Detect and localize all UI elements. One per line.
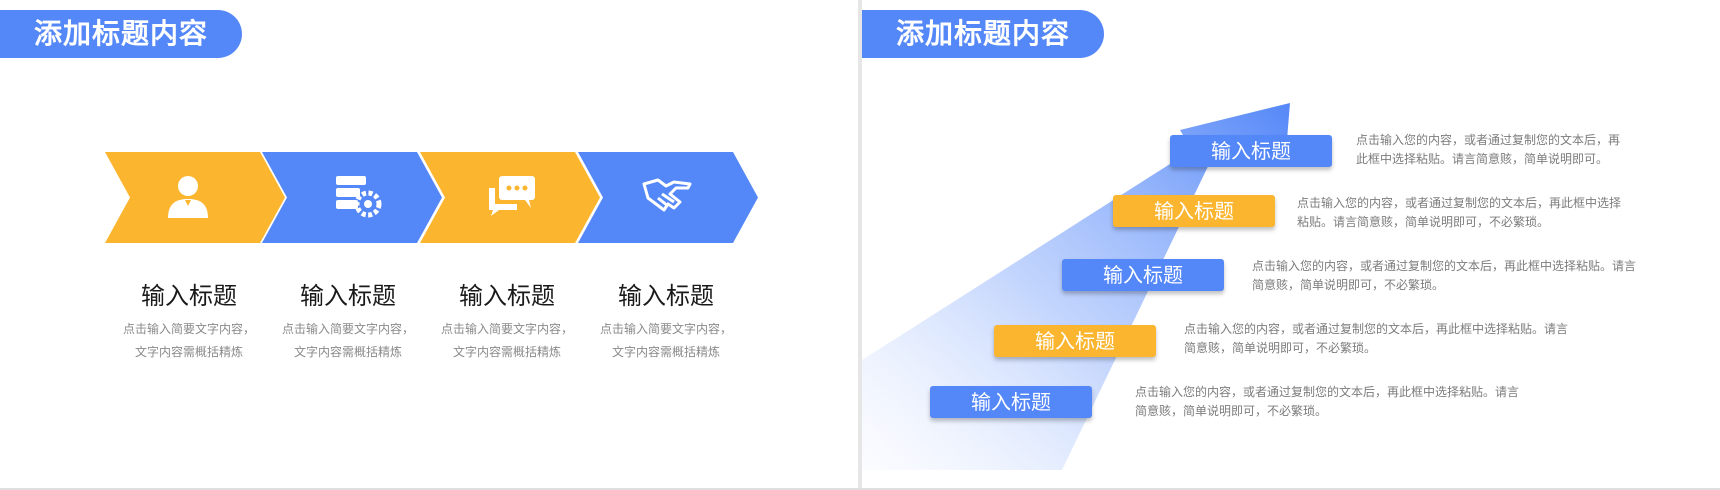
item-4-desc: 点击输入简要文字内容， 文字内容需概括精炼 [581,318,751,364]
slide-divider [858,0,862,490]
item-3-desc: 点击输入简要文字内容， 文字内容需概括精炼 [422,318,592,364]
item-1-desc: 点击输入简要文字内容， 文字内容需概括精炼 [104,318,274,364]
handshake-icon [640,172,696,222]
step-5-label: 输入标题 [1170,135,1332,167]
item-3-title: 输入标题 [459,282,555,310]
bottom-border [0,488,1720,490]
slide-title: 添加标题内容 [862,10,1104,58]
item-2-desc-line1: 点击输入简要文字内容， [281,322,414,336]
step-5-desc-line1: 点击输入您的内容，或者通过复制您的文本后，再 [1356,133,1621,147]
item-3-desc-line1: 点击输入简要文字内容， [440,322,573,336]
item-1-desc-line1: 点击输入简要文字内容， [122,322,255,336]
process-chevron-1 [105,152,295,243]
item-4-desc-line1: 点击输入简要文字内容， [599,322,732,336]
item-2-title: 输入标题 [300,282,396,310]
step-3-desc-line2: 简意赅，简单说明即可，不必繁琐。 [1252,278,1445,292]
chat-icon [485,172,541,222]
step-1-desc-line2: 简意赅，简单说明即可，不必繁琐。 [1135,404,1328,418]
step-2-desc-line2: 简意赅，简单说明即可，不必繁琐。 [1184,341,1377,355]
step-1-desc: 点击输入您的内容，或者通过复制您的文本后，再此框中选择粘贴。请言 简意赅，简单说… [1135,383,1519,421]
step-3-label: 输入标题 [1062,259,1224,291]
slide-right: 添加标题内容 输入标题 点击输入您的内容，或者通过复制您的文本后，再 此框中选择… [862,0,1720,490]
item-4-desc-line2: 文字内容需概括精炼 [611,345,720,359]
item-1-desc-line2: 文字内容需概括精炼 [134,345,243,359]
step-3-desc: 点击输入您的内容，或者通过复制您的文本后，再此框中选择粘贴。请言 简意赅，简单说… [1252,257,1636,295]
step-4-desc: 点击输入您的内容，或者通过复制您的文本后，再此框中选择 粘贴。请言简意赅，简单说… [1297,194,1621,232]
item-3-desc-line2: 文字内容需概括精炼 [452,345,561,359]
step-3-desc-line1: 点击输入您的内容，或者通过复制您的文本后，再此框中选择粘贴。请言 [1252,259,1637,273]
process-chevron-2 [262,152,452,243]
item-2-desc: 点击输入简要文字内容， 文字内容需概括精炼 [263,318,433,364]
process-chevron-4 [578,152,768,243]
slide-title: 添加标题内容 [0,10,242,58]
server-settings-icon [332,172,388,222]
step-2-desc-line1: 点击输入您的内容，或者通过复制您的文本后，再此框中选择粘贴。请言 [1184,322,1569,336]
step-4-label: 输入标题 [1113,195,1275,227]
step-4-desc-line1: 点击输入您的内容，或者通过复制您的文本后，再此框中选择 [1297,196,1622,210]
step-5-desc: 点击输入您的内容，或者通过复制您的文本后，再 此框中选择粘贴。请言简意赅，简单说… [1356,131,1620,169]
step-5-desc-line2: 此框中选择粘贴。请言简意赅，简单说明即可。 [1356,152,1609,166]
step-1-label: 输入标题 [930,386,1092,418]
process-chevron-3 [420,152,610,243]
step-2-label: 输入标题 [994,325,1156,357]
step-1-desc-line1: 点击输入您的内容，或者通过复制您的文本后，再此框中选择粘贴。请言 [1135,385,1520,399]
slide-left: 添加标题内容 [0,0,858,490]
step-2-desc: 点击输入您的内容，或者通过复制您的文本后，再此框中选择粘贴。请言 简意赅，简单说… [1184,320,1568,358]
item-1-title: 输入标题 [141,282,237,310]
item-2-desc-line2: 文字内容需概括精炼 [293,345,402,359]
step-4-desc-line2: 粘贴。请言简意赅，简单说明即可，不必繁琐。 [1297,215,1550,229]
user-icon [160,172,216,222]
item-4-title: 输入标题 [618,282,714,310]
